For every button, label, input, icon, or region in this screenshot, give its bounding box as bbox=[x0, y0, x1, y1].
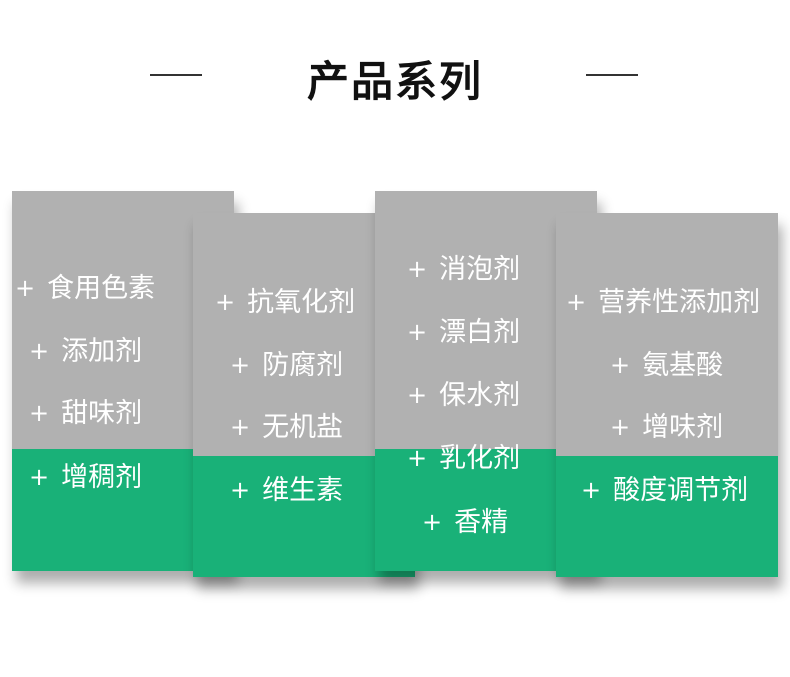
item-label: 营养性添加剂 bbox=[598, 287, 761, 318]
list-item[interactable]: + 乳化剂 bbox=[407, 443, 520, 475]
list-item[interactable]: + 食用色素 bbox=[15, 273, 155, 305]
plus-icon: + bbox=[610, 351, 631, 379]
list-item[interactable]: + 酸度调节剂 bbox=[581, 475, 748, 507]
title-dash-left bbox=[150, 74, 202, 76]
item-label: 维生素 bbox=[262, 475, 344, 506]
item-label: 添加剂 bbox=[61, 336, 143, 367]
plus-icon: + bbox=[15, 274, 36, 302]
plus-icon: + bbox=[29, 337, 50, 365]
list-item[interactable]: + 抗氧化剂 bbox=[215, 287, 355, 319]
item-label: 香精 bbox=[454, 507, 509, 538]
list-item[interactable]: + 维生素 bbox=[230, 475, 343, 507]
item-label: 氨基酸 bbox=[642, 350, 724, 381]
page-title: 产品系列 bbox=[306, 57, 483, 106]
item-label: 甜味剂 bbox=[61, 398, 143, 429]
item-label: 食用色素 bbox=[47, 273, 156, 304]
list-item[interactable]: + 无机盐 bbox=[230, 412, 343, 444]
plus-icon: + bbox=[422, 508, 443, 536]
item-label: 消泡剂 bbox=[439, 254, 521, 285]
item-label: 防腐剂 bbox=[262, 350, 344, 381]
plus-icon: + bbox=[610, 413, 631, 441]
list-item[interactable]: + 保水剂 bbox=[407, 380, 520, 412]
plus-icon: + bbox=[230, 476, 251, 504]
plus-icon: + bbox=[407, 255, 428, 283]
plus-icon: + bbox=[566, 288, 587, 316]
card-4: + 营养性添加剂 + 氨基酸 + 增味剂 + 酸度调节剂 bbox=[556, 213, 778, 577]
plus-icon: + bbox=[29, 463, 50, 491]
list-item[interactable]: + 漂白剂 bbox=[407, 317, 520, 349]
list-item[interactable]: + 营养性添加剂 bbox=[566, 287, 760, 319]
plus-icon: + bbox=[581, 476, 602, 504]
item-label: 增味剂 bbox=[642, 412, 724, 443]
list-item[interactable]: + 消泡剂 bbox=[407, 254, 520, 286]
plus-icon: + bbox=[407, 444, 428, 472]
list-item[interactable]: + 增稠剂 bbox=[29, 462, 142, 494]
list-item[interactable]: + 添加剂 bbox=[29, 336, 142, 368]
list-item[interactable]: + 甜味剂 bbox=[29, 398, 142, 430]
item-label: 增稠剂 bbox=[61, 462, 143, 493]
item-label: 抗氧化剂 bbox=[247, 287, 356, 318]
plus-icon: + bbox=[29, 399, 50, 427]
plus-icon: + bbox=[215, 288, 236, 316]
list-item[interactable]: + 香精 bbox=[422, 507, 508, 539]
list-item[interactable]: + 防腐剂 bbox=[230, 350, 343, 382]
list-item[interactable]: + 增味剂 bbox=[610, 412, 723, 444]
item-label: 保水剂 bbox=[439, 380, 521, 411]
plus-icon: + bbox=[407, 318, 428, 346]
item-label: 无机盐 bbox=[262, 412, 344, 443]
plus-icon: + bbox=[407, 381, 428, 409]
item-label: 漂白剂 bbox=[439, 317, 521, 348]
title-dash-right bbox=[586, 74, 638, 76]
plus-icon: + bbox=[230, 413, 251, 441]
plus-icon: + bbox=[230, 351, 251, 379]
item-label: 酸度调节剂 bbox=[613, 475, 749, 506]
list-item[interactable]: + 氨基酸 bbox=[610, 350, 723, 382]
item-label: 乳化剂 bbox=[439, 443, 521, 474]
